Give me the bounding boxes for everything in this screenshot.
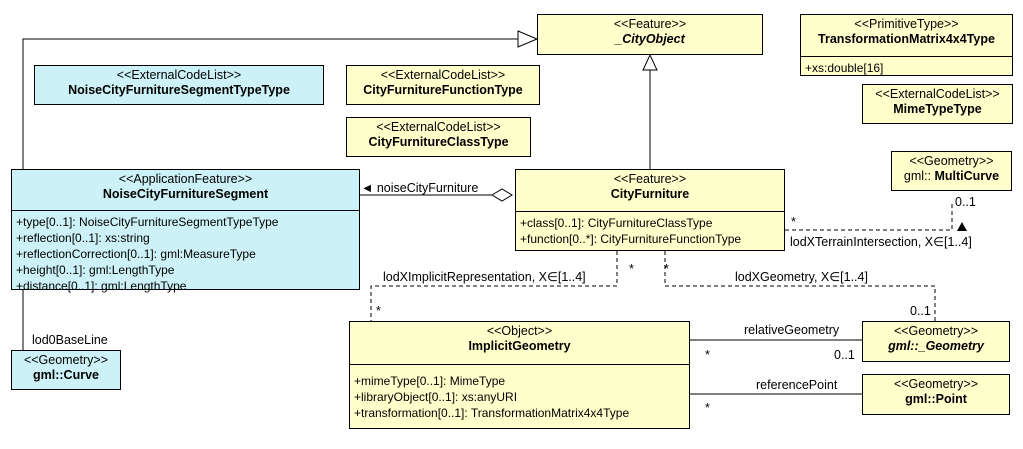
class-name: gml::_Geometry [888,339,984,353]
class-transformation-matrix: <<PrimitiveType>> TransformationMatrix4x… [800,14,1013,76]
stereotype: <<Object>> [486,324,553,338]
class-name: ImplicitGeometry [468,339,571,353]
class-name: NoiseCityFurnitureSegment [102,187,269,201]
attribute: +height[0..1]: gml:LengthType [16,263,175,277]
stereotype: <<ExternalCodeList>> [875,87,1000,101]
class-name: gml::Point [905,392,967,406]
label-lod-geometry: lodXGeometry, X∈[1..4] [735,270,868,284]
aggregation-diamond [491,188,513,202]
class-gml-geometry: <<Geometry>> gml::_Geometry [862,321,1010,362]
generalization-arrowhead-2 [642,53,658,71]
label-terrain-intersection: lodXTerrainIntersection, X∈[1..4] [790,235,972,249]
attribute: +distance[0..1]: gml:LengthType [16,279,187,293]
class-gml-curve: <<Geometry>> gml::Curve [11,350,121,390]
attribute-list: +mimeType[0..1]: MimeType +libraryObject… [350,364,689,424]
class-multicurve: <<Geometry>> gml:: MultiCurve [891,151,1012,191]
attribute-list: +type[0..1]: NoiseCityFurnitureSegmentTy… [12,210,359,297]
lod-geometry-line [664,251,936,321]
stereotype: <<Feature>> [613,172,687,186]
label-reference-point: referencePoint [756,378,838,392]
class-name: _CityObject [615,32,685,46]
class-function-type: <<ExternalCodeList>> CityFurnitureFuncti… [346,65,540,105]
attribute: +libraryObject[0..1]: xs:anyURI [354,390,518,404]
navigability-arrow [957,222,967,231]
class-mime-type: <<ExternalCodeList>> MimeTypeType [862,84,1013,124]
multiplicity: * [705,401,710,415]
stereotype: <<Geometry>> [23,353,109,367]
attribute-list: +class[0..1]: CityFurnitureClassType +fu… [516,211,784,250]
class-name: MultiCurve [934,169,1000,183]
class-noise-city-furniture-segment: <<ApplicationFeature>> NoiseCityFurnitur… [11,169,360,293]
stereotype: <<Feature>> [613,17,687,31]
stereotype: <<ExternalCodeList>> [116,68,242,82]
stereotype: <<ExternalCodeList>> [380,68,506,82]
stereotype: <<Geometry>> [893,377,979,391]
namespace-prefix: gml:: [903,169,935,183]
class-class-type: <<ExternalCodeList>> CityFurnitureClassT… [346,117,531,157]
implicit-representation-line [370,251,618,321]
class-city-furniture: <<Feature>> CityFurniture +class[0..1]: … [515,169,785,251]
class-name: gml::Curve [33,368,99,382]
attribute-list: +xs:double[16] [801,56,1012,79]
stereotype: <<ApplicationFeature>> [118,172,253,186]
class-implicit-geometry: <<Object>> ImplicitGeometry +mimeType[0.… [349,321,690,429]
attribute: +xs:double[16] [805,61,884,75]
class-gml-point: <<Geometry>> gml::Point [862,374,1010,415]
stereotype: <<Geometry>> [909,154,994,168]
stereotype: <<PrimitiveType>> [854,17,959,31]
generalization-arrowhead [517,30,539,48]
label-implicit-representation: lodXImplicitRepresentation, X∈[1..4] [383,270,586,284]
generalization-segment-line [22,38,518,169]
label-noise-city-furniture: ◄ noiseCityFurniture [361,181,479,195]
class-name: CityFurnitureClassType [368,135,509,149]
attribute: +function[0..*]: CityFurnitureFunctionTy… [520,232,742,246]
attribute: +type[0..1]: NoiseCityFurnitureSegmentTy… [16,215,279,229]
class-segment-type-type: <<ExternalCodeList>> NoiseCityFurnitureS… [34,65,324,105]
class-name: CityFurniture [610,187,690,201]
multiplicity: 0..1 [910,304,931,318]
attribute: +mimeType[0..1]: MimeType [354,374,506,388]
label-relative-geometry: relativeGeometry [744,323,840,337]
multiplicity: 0..1 [955,195,976,209]
class-name: MimeTypeType [893,102,982,116]
stereotype: <<ExternalCodeList>> [376,120,501,134]
class-name: CityFurnitureFunctionType [363,83,523,97]
multiplicity: * [376,304,381,318]
multiplicity: 0..1 [834,348,855,362]
attribute: +reflectionCorrection[0..1]: gml:Measure… [16,247,256,261]
multiplicity: * [664,262,669,276]
class-name: NoiseCityFurnitureSegmentTypeType [68,83,290,97]
attribute: +transformation[0..1]: TransformationMat… [354,406,630,420]
class-city-object: <<Feature>> _CityObject [537,14,763,55]
multiplicity: * [629,262,634,276]
stereotype: <<Geometry>> [893,324,979,338]
label-lod0-baseline: lod0BaseLine [32,333,108,347]
multiplicity: * [791,215,796,229]
attribute: +class[0..1]: CityFurnitureClassType [520,216,713,230]
class-name: TransformationMatrix4x4Type [818,32,995,46]
terrain-intersection-line [785,203,953,231]
multiplicity: * [705,348,710,362]
attribute: +reflection[0..1]: xs:string [16,231,150,245]
